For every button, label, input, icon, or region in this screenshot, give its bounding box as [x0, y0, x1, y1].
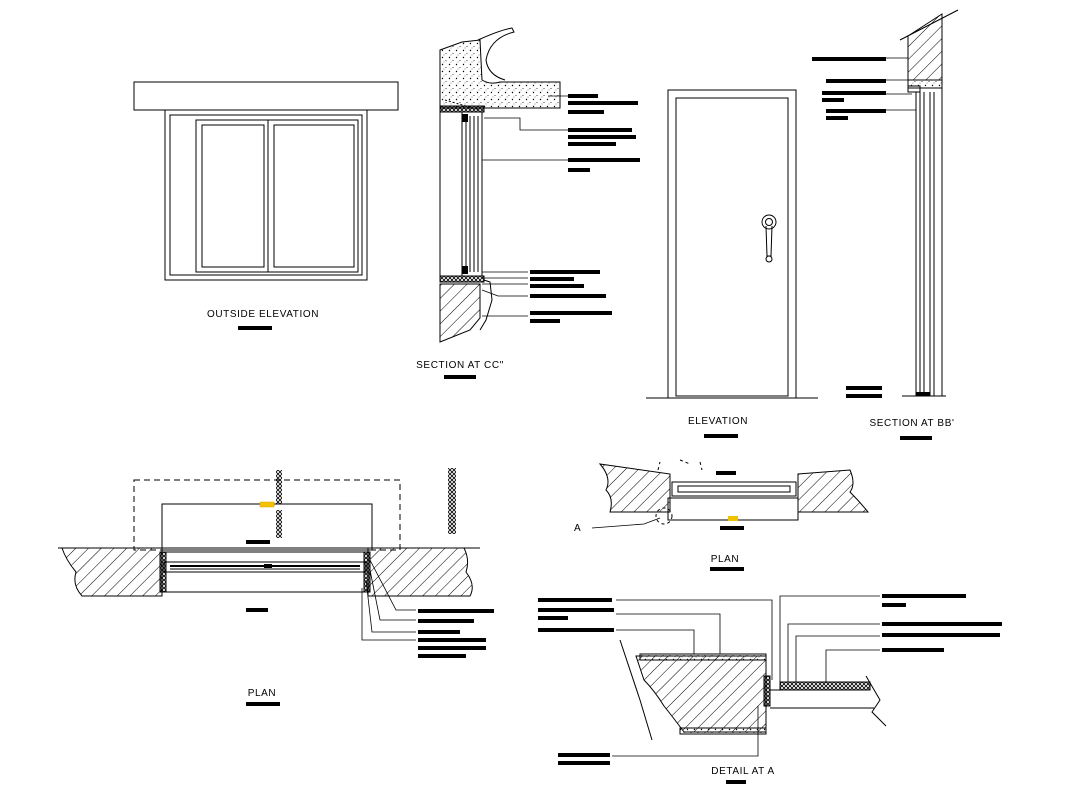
annotation-notes — [238, 57, 1002, 784]
section-bb-drawing — [880, 9, 959, 397]
door-elevation — [646, 89, 818, 399]
section-cc-drawing — [439, 27, 568, 343]
section-cc-title: SECTION AT CC" — [416, 360, 504, 371]
plan-left-title: PLAN — [247, 688, 277, 699]
detail-callout-letter: A — [574, 523, 582, 534]
outside-elevation-window — [133, 81, 399, 281]
outside-elevation-title: OUTSIDE ELEVATION — [206, 309, 320, 320]
plan-right-title: PLAN — [710, 554, 740, 565]
detail-a-title: DETAIL AT A — [711, 766, 775, 777]
plan-left-drawing — [58, 468, 480, 641]
elevation-title: ELEVATION — [687, 416, 749, 427]
plan-right-drawing — [591, 459, 870, 529]
detail-a-drawing — [612, 595, 887, 757]
section-bb-title: SECTION AT BB' — [869, 418, 955, 429]
